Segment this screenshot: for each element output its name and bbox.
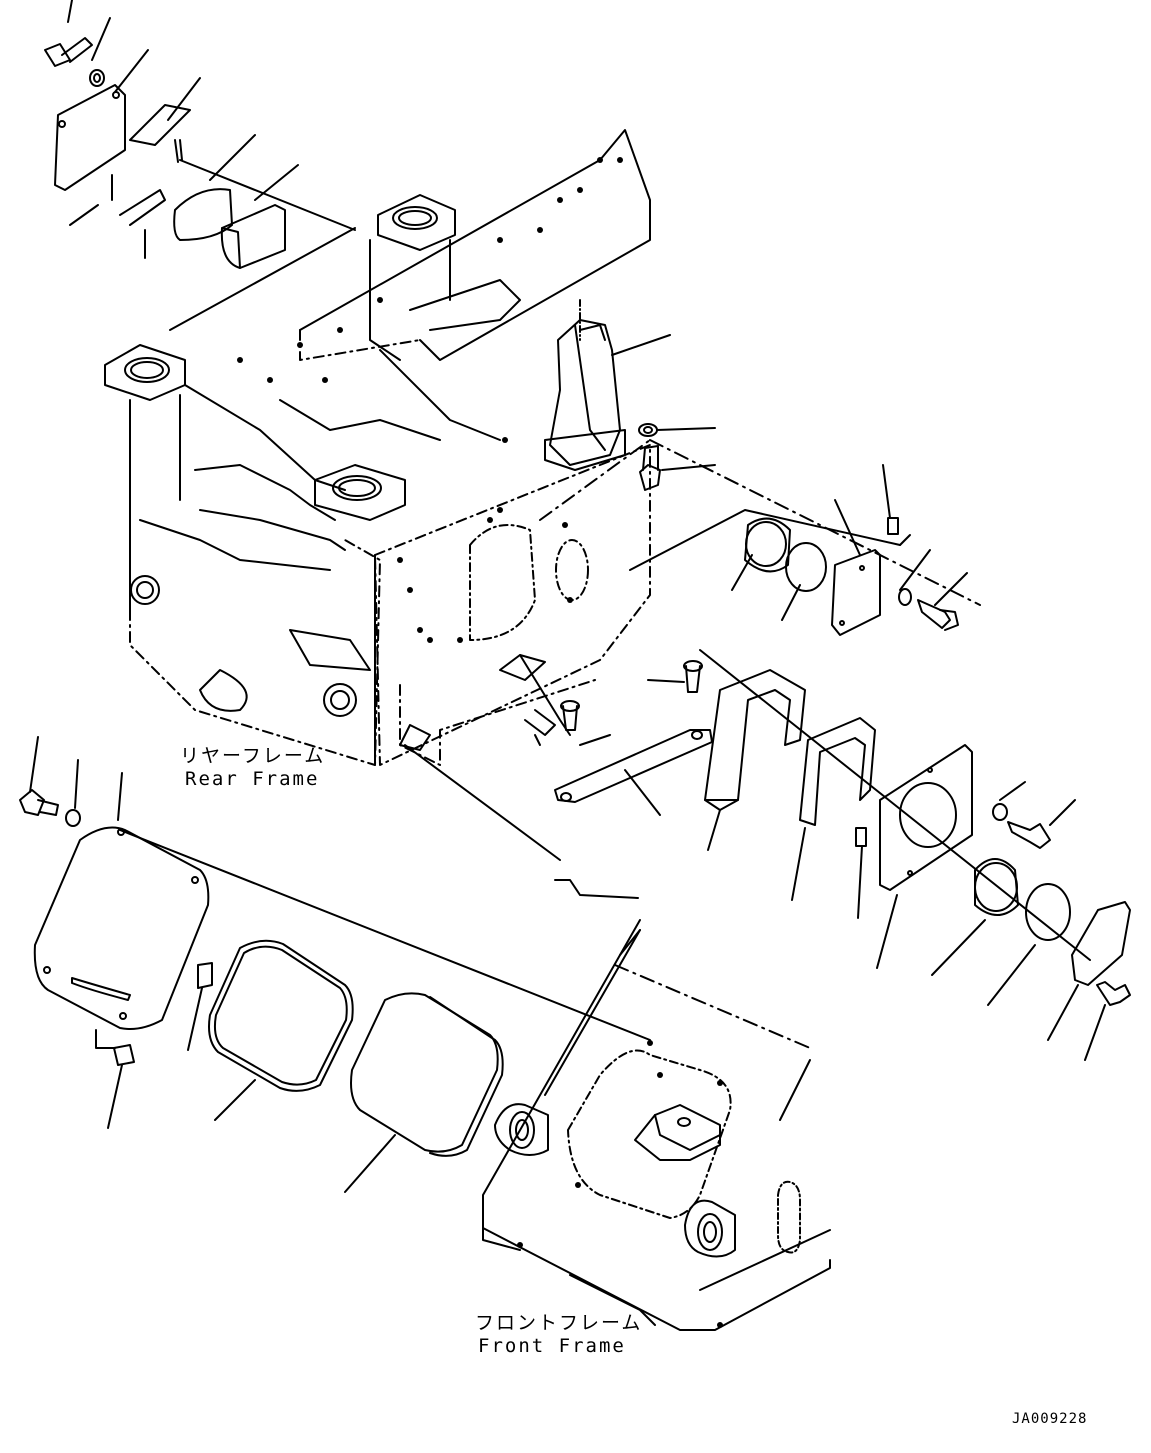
top-left-cover-parts [44,0,356,331]
rear-frame [104,129,651,766]
right-inspection-cover-upper [539,439,981,636]
drawing-code: JA009228 [1012,1411,1088,1427]
front-frame-label-en: Front Frame [478,1335,626,1357]
front-frame [482,919,831,1331]
rear-frame-label-jp: リヤーフレーム [180,745,326,767]
front-frame-label-jp: フロントフレーム [475,1312,643,1334]
rear-frame-label-en: Rear Frame [185,768,320,790]
right-clamp-gasket-parts [699,534,1131,1061]
front-left-cover-parts [19,736,651,1193]
support-bracket [544,299,716,491]
link-rod-assembly [399,654,713,899]
